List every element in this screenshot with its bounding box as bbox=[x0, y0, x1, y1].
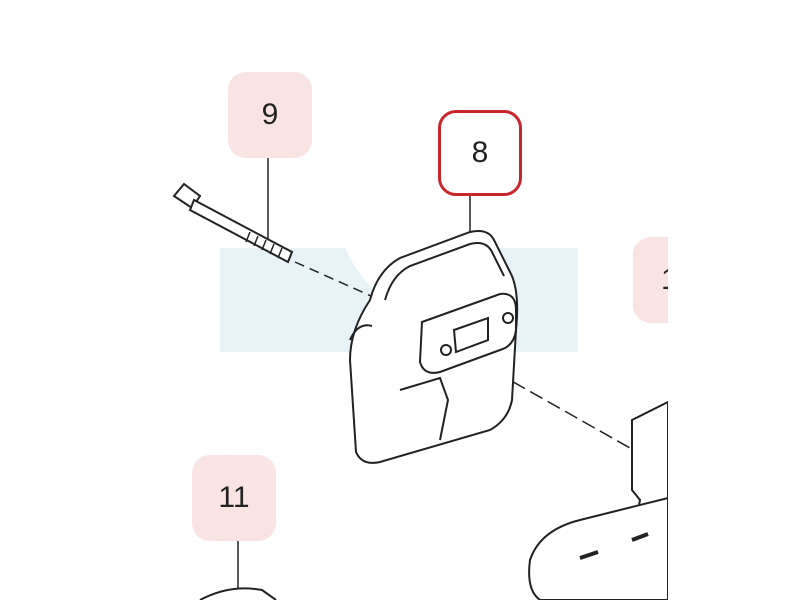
bottom-part bbox=[199, 587, 277, 600]
callout-label: 1 bbox=[661, 263, 668, 297]
bolt-part bbox=[172, 182, 294, 264]
callout-label: 8 bbox=[471, 136, 489, 169]
image-edge bbox=[668, 0, 800, 600]
callout-label: 9 bbox=[261, 98, 279, 131]
callout-1-partial[interactable]: 1 bbox=[633, 237, 668, 323]
callout-9[interactable]: 9 bbox=[228, 72, 312, 158]
muffler-part bbox=[348, 230, 519, 464]
callout-11[interactable]: 11 bbox=[192, 455, 276, 541]
callout-8-selected[interactable]: 8 bbox=[438, 110, 522, 196]
bracket-part bbox=[528, 400, 669, 600]
callout-label: 11 bbox=[218, 481, 250, 514]
